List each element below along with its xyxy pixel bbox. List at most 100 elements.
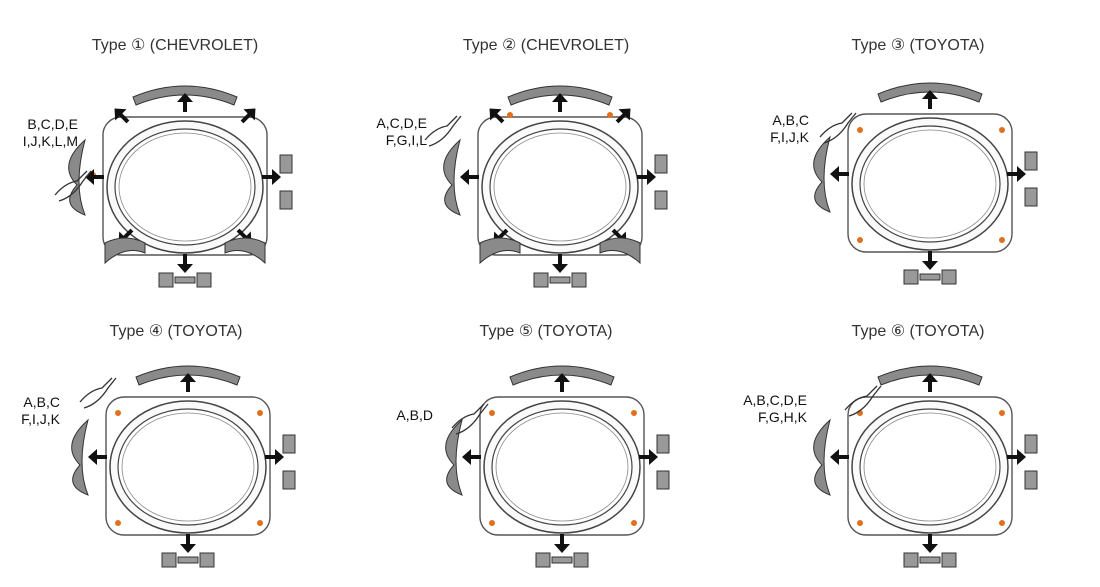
panel-6-title: Type ⑥ (TOYOTA) [851,323,985,340]
bottom-block-piece [919,556,941,564]
top-trim-piece [507,85,613,106]
clip-label-line1: A,B,D [396,407,433,423]
clip-location-dot [115,520,121,526]
pliers-icon [451,403,489,435]
clip-label-line2: F,I,J,K [21,411,60,427]
right-tab-piece [282,434,296,454]
speaker-ring-lip [863,412,997,522]
corner-trim-piece [599,237,641,265]
right-tab-piece [656,434,670,454]
removal-arrow-icon [552,254,568,273]
removal-arrow-icon [615,108,631,124]
panel-2-title: Type ② (CHEVROLET) [462,37,630,54]
left-trim-piece [445,418,463,496]
clip-label-line2: F,G,H,K [757,409,807,425]
speaker-ring-inner [117,408,259,526]
clip-location-dot [631,520,637,526]
removal-arrow-icon [639,449,658,465]
clip-location-dot [489,520,495,526]
top-trim-piece [877,82,983,103]
removal-arrow-icon [552,93,568,112]
right-tab-piece [1024,470,1038,490]
clip-location-dot [999,237,1005,243]
removal-arrow-icon [240,108,256,124]
clip-label-line1: A,C,D,E [376,115,427,131]
left-trim-piece [443,138,461,216]
speaker-ring-inner [859,408,1001,526]
removal-arrow-icon [922,90,938,109]
removal-arrow-icon [114,108,130,124]
removal-arrow-icon [489,108,505,124]
removal-arrow-icon [262,169,281,185]
removal-arrow-icon [1007,166,1026,182]
bottom-block-piece [573,552,589,568]
bottom-block-piece [903,552,919,568]
panel-4-title: Type ④ (TOYOTA) [109,323,243,340]
bottom-block-piece [571,272,587,288]
clip-location-dot [257,410,263,416]
right-tab-piece [279,154,293,174]
pliers-icon [424,115,462,147]
clip-location-dot [857,127,863,133]
pliers-icon [79,377,117,409]
left-trim-piece [68,138,86,216]
bottom-block-piece [199,552,215,568]
clip-location-dot [507,112,513,118]
top-trim-piece [132,85,238,106]
panel-5-title: Type ⑤ (TOYOTA) [479,323,613,340]
clip-location-dot [257,520,263,526]
speaker-ring-lip [863,129,997,239]
clip-label-line1: A,B,C,D,E [743,392,807,408]
removal-arrow-icon [460,169,479,185]
right-tab-piece [654,190,668,210]
pliers-icon [54,170,92,202]
clip-location-dot [999,127,1005,133]
bottom-block-piece [903,269,919,285]
removal-arrow-icon [88,449,107,465]
removal-arrow-icon [637,169,656,185]
pliers-icon [819,112,857,144]
removal-arrow-icon [177,254,193,273]
right-tab-piece [1024,434,1038,454]
bottom-block-piece [196,272,212,288]
corner-trim-piece [224,237,266,265]
speaker-ring-inner [489,128,631,246]
right-tab-piece [282,470,296,490]
speaker-ring-inner [859,125,1001,243]
clip-label-line2: I,J,K,L,M [22,133,78,149]
bottom-block-piece [941,552,957,568]
clip-location-dot [115,410,121,416]
right-tab-piece [1024,151,1038,171]
removal-arrow-icon [830,449,849,465]
bottom-block-piece [158,272,174,288]
removal-arrow-icon [922,251,938,270]
clip-location-dot [857,520,863,526]
bottom-block-piece [551,556,573,564]
left-trim-piece [71,418,89,496]
removal-arrow-icon [265,449,284,465]
clip-location-dot [631,410,637,416]
removal-arrow-icon [180,534,196,553]
bottom-block-piece [533,272,549,288]
removal-arrow-icon [922,534,938,553]
right-tab-piece [279,190,293,210]
right-tab-piece [654,154,668,174]
bottom-block-piece [919,273,941,281]
bottom-block-piece [549,276,571,284]
right-tab-piece [1024,187,1038,207]
clip-label-line2: F,G,I,L [385,132,427,148]
removal-arrow-icon [462,449,481,465]
removal-arrow-icon [177,93,193,112]
pliers-icon [844,385,882,417]
top-trim-piece [509,365,615,386]
removal-arrow-icon [554,534,570,553]
clip-label-line1: A,B,C [772,112,809,128]
speaker-ring-inner [491,408,633,526]
panel-1-title: Type ① (CHEVROLET) [91,37,259,54]
bottom-block-piece [174,276,196,284]
clip-location-dot [999,410,1005,416]
removal-arrow-icon [1007,449,1026,465]
right-tab-piece [656,470,670,490]
